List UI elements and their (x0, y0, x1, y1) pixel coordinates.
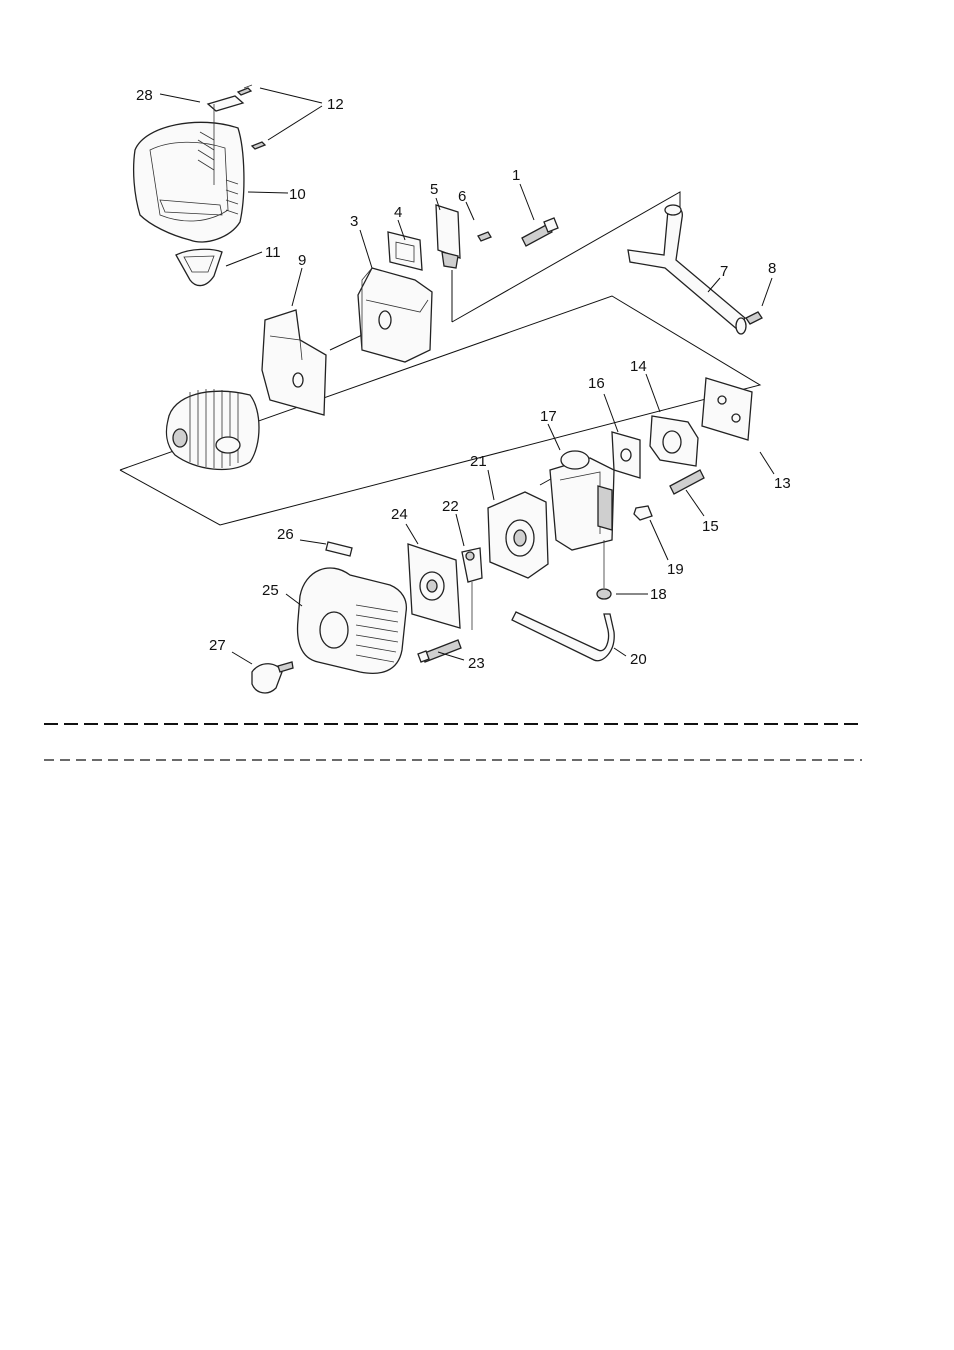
heat-shield-part-9 (262, 310, 326, 415)
engine-cover-part-10 (134, 104, 244, 242)
gasket-part-4 (388, 232, 422, 270)
callout-10: 10 (289, 186, 306, 203)
bracket-part-5 (436, 205, 460, 268)
gasket-part-16 (612, 432, 640, 478)
air-cleaner-cover-part-25 (298, 568, 407, 673)
callout-4: 4 (394, 204, 402, 221)
fitting-part-18 (597, 540, 611, 599)
callout-28: 28 (136, 87, 153, 104)
insulator-part-14 (650, 416, 698, 466)
screw-part-12-lower (252, 142, 265, 149)
callout-19: 19 (667, 561, 684, 578)
air-cleaner-case-part-21 (488, 492, 548, 578)
exploded-parts-diagram: 1 3 4 5 6 7 8 9 10 11 12 13 14 15 16 17 … (0, 0, 954, 780)
carburetor-part-17 (550, 451, 614, 550)
callout-1: 1 (512, 167, 520, 184)
callout-3: 3 (350, 213, 358, 230)
callout-22: 22 (442, 498, 459, 515)
callout-17: 17 (540, 408, 557, 425)
callout-9: 9 (298, 252, 306, 269)
engine-cylinder (166, 389, 259, 469)
air-filter-part-24 (408, 544, 460, 628)
screw-part-8 (746, 312, 762, 324)
callout-6: 6 (458, 188, 466, 205)
label-part-26 (326, 542, 352, 556)
callout-15: 15 (702, 518, 719, 535)
gasket-part-13 (702, 378, 752, 440)
callout-26: 26 (277, 526, 294, 543)
callout-11: 11 (265, 244, 281, 261)
knob-part-27 (252, 662, 293, 693)
bolt-part-23 (418, 640, 461, 662)
label-plate-part-28 (208, 96, 243, 111)
callout-20: 20 (630, 651, 647, 668)
callout-14: 14 (630, 358, 647, 375)
screw-part-6 (478, 232, 491, 241)
intake-duct-part-11 (176, 249, 222, 285)
callout-5: 5 (430, 181, 438, 198)
callout-27: 27 (209, 637, 226, 654)
screw-part-12-upper (238, 85, 252, 95)
callout-24: 24 (391, 506, 408, 523)
callout-12: 12 (327, 96, 344, 113)
dashed-separators (44, 724, 862, 760)
callout-23: 23 (468, 655, 485, 672)
callout-7: 7 (720, 263, 728, 280)
callout-18: 18 (650, 586, 667, 603)
callout-13: 13 (774, 475, 791, 492)
fuel-line-part-20 (512, 612, 614, 661)
plate-part-22 (462, 548, 482, 630)
callout-8: 8 (768, 260, 776, 277)
callout-25: 25 (262, 582, 279, 599)
bolt-part-15 (670, 470, 704, 494)
bolt-part-1 (522, 218, 558, 246)
muffler-part-3 (358, 268, 432, 362)
callout-16: 16 (588, 375, 605, 392)
callout-21: 21 (470, 453, 487, 470)
nut-part-19 (634, 506, 652, 520)
